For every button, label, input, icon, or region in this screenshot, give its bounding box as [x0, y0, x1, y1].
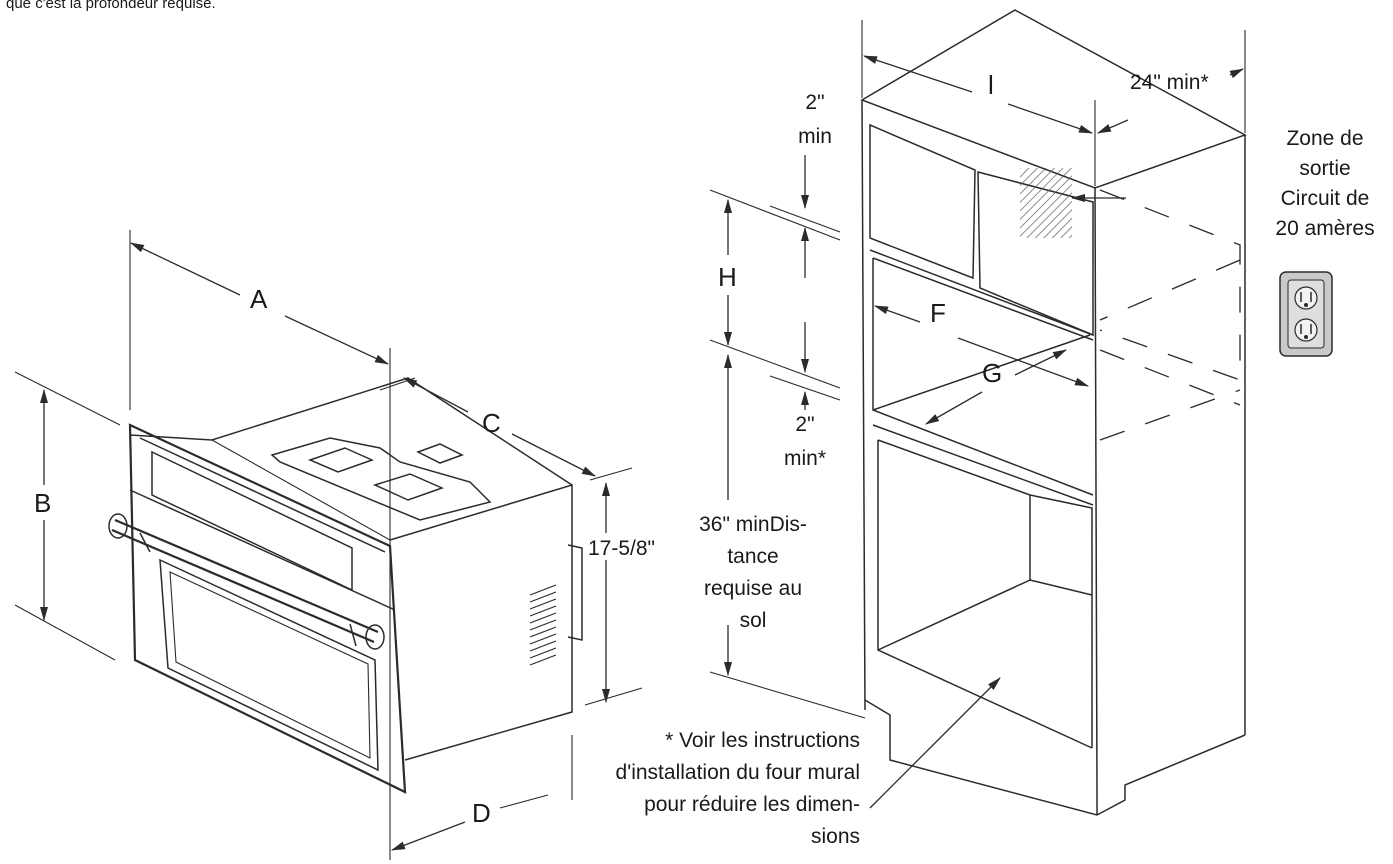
footnote-line-2: d'installation du four mural [615, 761, 860, 784]
floor-distance-line-3: requise au [703, 577, 803, 600]
label-h: H [718, 262, 737, 292]
outlet-zone-line-3: Circuit de [1280, 187, 1370, 210]
footnote-line-4: sions [810, 825, 860, 848]
bottom-gap-label-2: min* [783, 447, 826, 470]
top-gap-label-1: 2" [805, 91, 825, 114]
top-gap-label-2: min [798, 125, 832, 148]
header-note: que c'est la profondeur requise. [6, 0, 216, 12]
floor-distance-line-4: sol [739, 609, 767, 632]
outlet-zone-line-2: sortie [1299, 157, 1351, 180]
floor-distance-line-1: 36" minDis- [699, 513, 807, 536]
oven-dimension-lines [14, 230, 643, 860]
label-b: B [34, 488, 52, 518]
floor-distance-line-2: tance [727, 545, 779, 568]
label-a: A [250, 284, 268, 314]
label-l: l [988, 70, 994, 100]
bottom-gap-label-1: 2" [795, 413, 815, 436]
cabinet-depth-label: 24" min* [1130, 71, 1209, 94]
label-g: G [982, 358, 1003, 388]
oven-height-label: 17-5/8" [588, 537, 655, 560]
footnote-line-1: * Voir les instructions [665, 729, 860, 752]
cabinet-dimension-lines [709, 20, 1246, 809]
label-f: F [930, 298, 946, 328]
cabinet-drawing [860, 9, 1247, 816]
label-c: C [482, 408, 501, 438]
duplex-outlet-icon [1279, 271, 1333, 357]
oven-drawing [108, 377, 583, 794]
footnote-line-3: pour réduire les dimen- [644, 793, 860, 816]
outlet-zone-line-1: Zone de [1286, 127, 1364, 150]
outlet-zone-line-4: 20 amères [1275, 217, 1375, 240]
label-d: D [472, 798, 491, 828]
